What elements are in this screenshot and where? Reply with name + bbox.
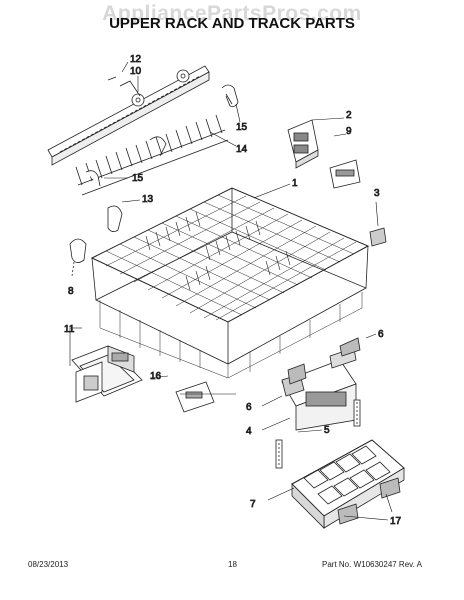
callout-3: 3 — [374, 188, 380, 199]
callout-15-upper: 15 — [236, 122, 248, 133]
footer-page-number: 18 — [228, 560, 237, 569]
bin — [71, 345, 143, 403]
shelf-clip-left — [337, 503, 359, 525]
callout-9: 9 — [346, 126, 352, 137]
upper-track-assembly — [47, 65, 210, 166]
callout-8: 8 — [68, 286, 74, 297]
callout-11: 11 — [64, 324, 75, 335]
callout-17: 17 — [390, 516, 402, 527]
callout-10: 10 — [130, 66, 142, 77]
callout-13: 13 — [142, 194, 154, 205]
page-title: UPPER RACK AND TRACK PARTS — [109, 15, 355, 32]
wheel-clip — [107, 205, 123, 232]
rack-stop — [175, 381, 215, 413]
callout-6-upper: 6 — [378, 329, 384, 340]
callout-16: 16 — [150, 371, 162, 382]
leader-lines — [69, 61, 393, 521]
tine-clip-upper — [221, 84, 239, 107]
adjuster-post-left — [275, 439, 283, 469]
callout-1: 1 — [292, 178, 298, 189]
callout-6-lower: 6 — [246, 402, 252, 413]
shelf-clip-right — [379, 477, 401, 499]
callout-15-lower: 15 — [132, 173, 144, 184]
callout-7: 7 — [250, 499, 256, 510]
rack-clip — [369, 227, 387, 247]
adjuster-assembly — [281, 337, 361, 431]
track-roller-1 — [131, 93, 145, 107]
track-roller-2 — [176, 69, 190, 83]
footer-date: 08/23/2013 — [28, 560, 69, 569]
callout-2: 2 — [346, 110, 352, 121]
upper-rack — [90, 187, 370, 379]
callout-5: 5 — [324, 425, 330, 436]
rack-adjuster-housing — [287, 119, 361, 189]
adjuster-post-right — [353, 399, 361, 427]
callout-12: 12 — [130, 54, 142, 65]
rack-bumper — [69, 238, 87, 277]
tine-clip-lower — [85, 170, 101, 187]
callout-4: 4 — [246, 426, 252, 437]
callout-14: 14 — [236, 144, 248, 155]
footer-part-number: Part No. W10630247 Rev. A — [322, 560, 422, 569]
tine-row — [75, 114, 229, 196]
